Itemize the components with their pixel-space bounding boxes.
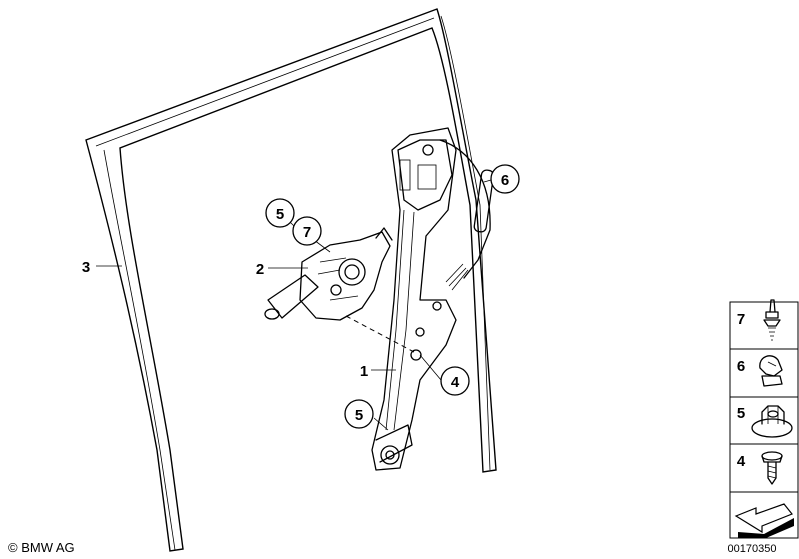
drawing-number: 00170350 [728, 543, 777, 555]
rivet-clip-icon [763, 299, 781, 341]
callout-5-rail: 5 [344, 399, 374, 429]
legend-item-5: 5 [737, 405, 793, 438]
svg-text:5: 5 [355, 407, 363, 424]
window-regulator-part-1 [371, 127, 495, 471]
svg-text:6: 6 [737, 358, 745, 375]
hex-flange-nut-icon [751, 405, 793, 438]
fastener-legend: 7 6 5 [729, 299, 799, 539]
window-motor-part-2 [264, 227, 415, 353]
legend-item-4: 4 [737, 451, 783, 485]
legend-item-6: 6 [737, 355, 783, 387]
callout-4: 4 [440, 366, 470, 396]
cable-clip-icon [759, 355, 783, 387]
orientation-arrow-icon [734, 503, 794, 538]
callout-2: 2 [256, 261, 264, 278]
legend-item-7: 7 [737, 299, 781, 341]
svg-text:1: 1 [360, 363, 368, 380]
svg-text:5: 5 [276, 206, 284, 223]
svg-text:6: 6 [501, 172, 509, 189]
torx-screw-icon [761, 451, 783, 485]
svg-text:4: 4 [451, 374, 460, 391]
callout-3: 3 [82, 259, 90, 276]
svg-text:7: 7 [737, 311, 745, 328]
window-seal-part-3 [85, 8, 497, 552]
svg-text:5: 5 [737, 405, 745, 422]
svg-text:7: 7 [303, 224, 311, 241]
callout-6: 6 [490, 164, 520, 194]
callout-1: 1 [360, 363, 368, 380]
copyright-text: © BMW AG [8, 540, 75, 555]
svg-text:4: 4 [737, 453, 746, 470]
callout-5-motor: 5 [265, 198, 295, 228]
svg-text:2: 2 [256, 261, 264, 278]
svg-text:3: 3 [82, 259, 90, 276]
callout-7: 7 [292, 216, 322, 246]
